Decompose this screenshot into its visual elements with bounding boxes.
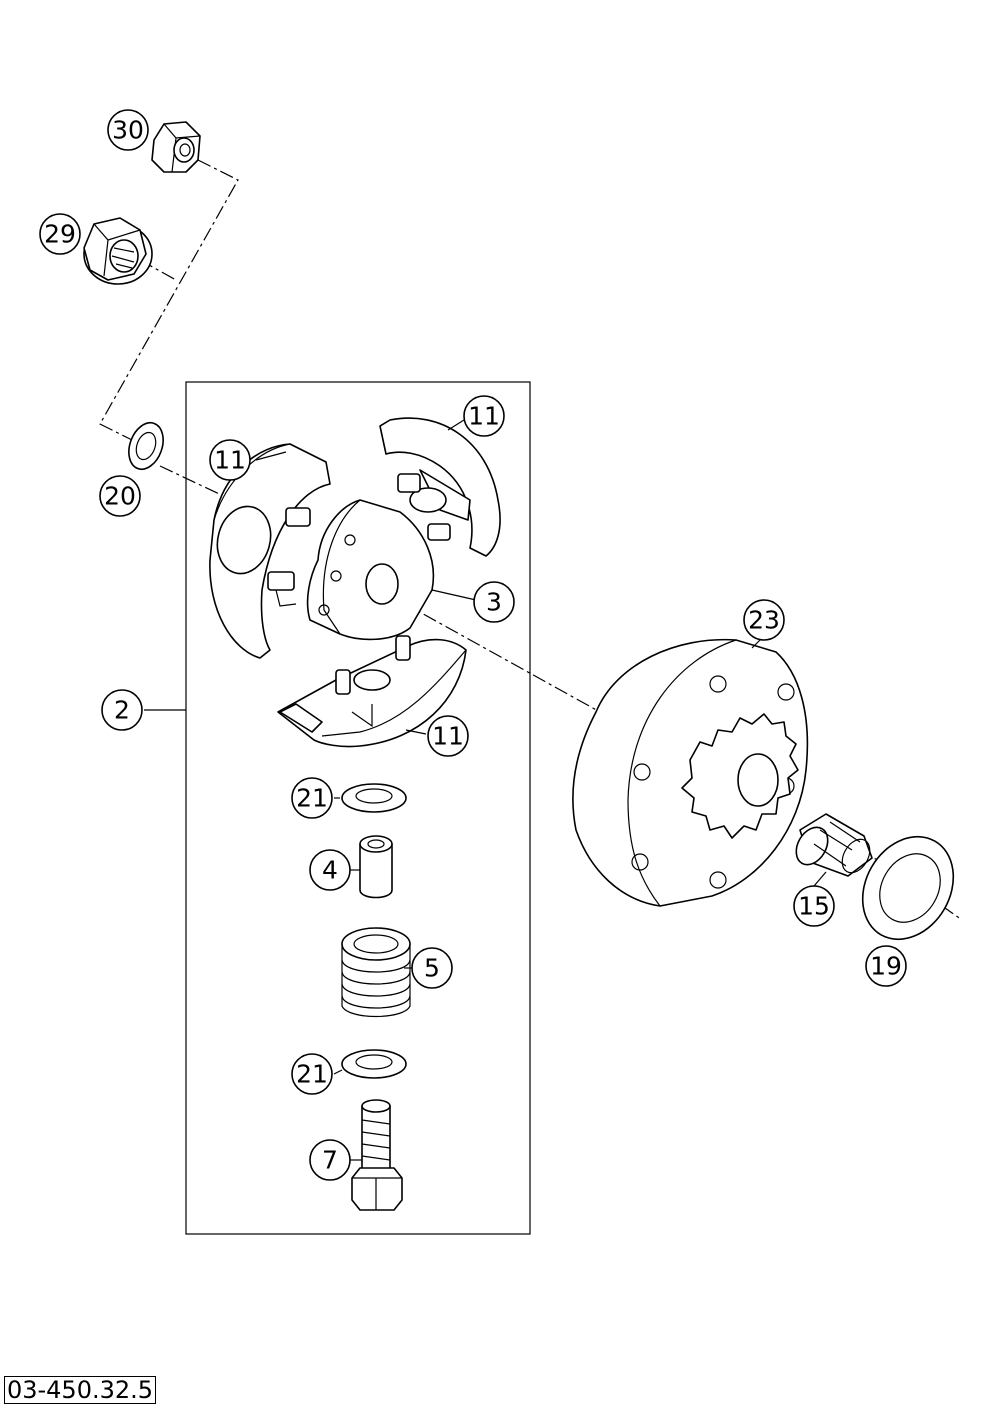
callout-19: 19 [865, 945, 907, 987]
callout-23-label: 23 [748, 606, 780, 635]
callout-23: 23 [743, 599, 785, 641]
callout-11-left-label: 11 [214, 446, 246, 475]
part-20-washer [128, 421, 164, 471]
part-11-clutch-shoe-upper [379, 417, 501, 557]
callout-19-label: 19 [870, 952, 902, 981]
part-29-flange-nut [83, 217, 153, 285]
part-21-washer-upper [341, 783, 407, 813]
callout-7: 7 [309, 1139, 351, 1181]
callout-30: 30 [107, 109, 149, 151]
part-30-hex-nut [151, 121, 201, 173]
part-11-clutch-shoe-left [209, 443, 331, 659]
callout-29-label: 29 [44, 220, 76, 249]
part-5-spring [341, 927, 411, 1018]
callout-2: 2 [101, 689, 143, 731]
part-23-clutch-drum [572, 638, 809, 907]
part-4-bushing [359, 835, 393, 899]
callout-15-label: 15 [798, 892, 830, 921]
callout-11-upper: 11 [463, 395, 505, 437]
callout-11-lower-label: 11 [432, 722, 464, 751]
callout-21-lower-label: 21 [296, 1060, 328, 1089]
callout-20: 20 [99, 475, 141, 517]
part-15-needle-bearing [795, 813, 873, 877]
callout-21-upper: 21 [291, 777, 333, 819]
callout-5-label: 5 [424, 954, 440, 983]
part-7-bolt [351, 1099, 403, 1211]
callout-30-label: 30 [112, 116, 144, 145]
part-3-carrier-hub [306, 499, 435, 641]
callout-11-upper-label: 11 [468, 402, 500, 431]
part-11-clutch-shoe-lower [277, 635, 467, 748]
callout-4: 4 [309, 849, 351, 891]
callout-leader-lines [144, 419, 827, 1161]
callout-4-label: 4 [322, 856, 338, 885]
callout-3-label: 3 [486, 588, 502, 617]
callout-5: 5 [411, 947, 453, 989]
part-19-thrust-washer [861, 835, 955, 941]
diagram-reference-code: 03-450.32.5 [4, 1376, 156, 1404]
callout-29: 29 [39, 213, 81, 255]
callout-20-label: 20 [104, 482, 136, 511]
callout-7-label: 7 [322, 1146, 338, 1175]
callout-21-lower: 21 [291, 1053, 333, 1095]
callout-11-lower: 11 [427, 715, 469, 757]
callout-3: 3 [473, 581, 515, 623]
callout-15: 15 [793, 885, 835, 927]
part-21-washer-lower [341, 1049, 407, 1079]
callout-11-left: 11 [209, 439, 251, 481]
assembly-group-box [185, 381, 531, 1235]
callout-21-upper-label: 21 [296, 784, 328, 813]
callout-2-label: 2 [114, 696, 130, 725]
